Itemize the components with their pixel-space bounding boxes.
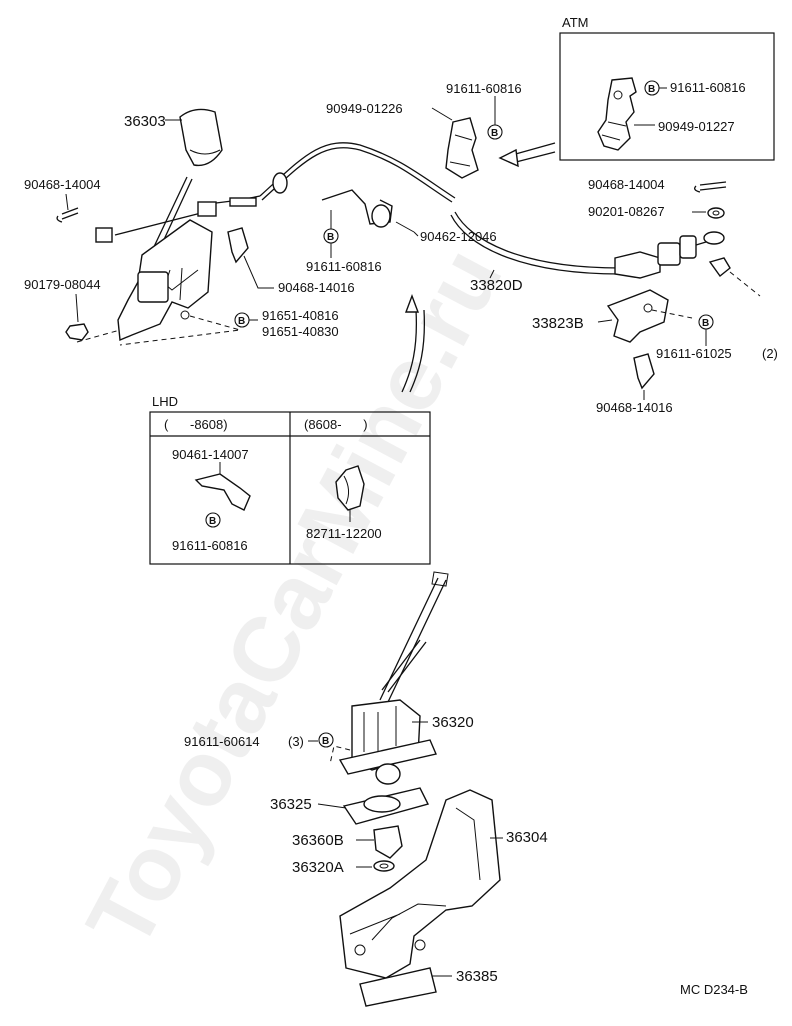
svg-text:B: B: [491, 128, 498, 139]
label-91611-60816-mid: 91611-60816: [306, 259, 382, 274]
label-36304: 36304: [506, 829, 548, 846]
svg-text:B: B: [238, 316, 245, 327]
label-90201-08267: 90201-08267: [588, 204, 665, 219]
arrow-head-lhd: [404, 294, 420, 313]
arrow-atm: [511, 142, 556, 156]
clip-90468-14016-left: [227, 227, 249, 264]
b-marker-lower: B: [318, 732, 334, 748]
atm-title: ATM: [562, 15, 588, 30]
washer-36320A: [373, 860, 395, 872]
lhd-label-90461-14007: 90461-14007: [172, 447, 249, 462]
shift-knob: [179, 108, 223, 167]
svg-text:B: B: [648, 84, 655, 95]
lhd-clamp-old: [194, 473, 251, 511]
part-labels: 36303 90468-14004 90179-08044 90468-1401…: [24, 81, 778, 997]
svg-text:B: B: [327, 232, 334, 243]
lower-shift-assembly: B: [318, 571, 501, 1007]
lhd-label-91611-60816: 91611-60816: [172, 538, 248, 553]
label-91611-60614: 91611-60614: [184, 734, 260, 749]
label-33823B: 33823B: [532, 315, 584, 332]
lhd-box: LHD ( -8608) (8608- ) 90461-14007 B 9161…: [149, 394, 431, 565]
cable-33820D-lower: [454, 211, 621, 269]
lhd-label-82711-12200: 82711-12200: [306, 526, 382, 541]
lhd-col2-header: (8608- ): [304, 417, 368, 432]
diagram-code: MC D234-B: [680, 982, 748, 997]
b-marker-right: B: [698, 314, 714, 330]
label-36385: 36385: [456, 968, 498, 985]
mounting-pin: [708, 257, 731, 278]
shift-lever-assembly-upper: [56, 108, 261, 346]
cotter-pin-right: [694, 181, 727, 193]
cable-end-assembly-right: [614, 231, 725, 279]
atm-bracket-part: [597, 77, 637, 151]
label-91611-60816-top: 91611-60816: [446, 81, 522, 96]
svg-text:B: B: [702, 318, 709, 329]
label-91651-40816: 91651-40816: [262, 308, 339, 323]
lhd-clamp-new: [335, 465, 365, 511]
label-36320A: 36320A: [292, 859, 344, 876]
label-90949-01226: 90949-01226: [326, 101, 403, 116]
plate-36385: [359, 967, 437, 1007]
label-91611-60614-qty: (3): [288, 734, 304, 749]
label-33820D: 33820D: [470, 277, 523, 294]
label-90179-08044: 90179-08044: [24, 277, 101, 292]
nut-90179: [65, 323, 89, 341]
label-90468-14004-right: 90468-14004: [588, 177, 665, 192]
label-91611-61025: 91611-61025: [656, 346, 732, 361]
atm-label-90949-01227: 90949-01227: [658, 119, 735, 134]
b-marker-atm: B: [644, 80, 660, 96]
cotter-pin-left: [56, 207, 79, 223]
atm-box: ATM B 91611-60816 90949-01227: [559, 15, 775, 161]
lhd-title: LHD: [152, 394, 178, 409]
b-marker-top: B: [487, 124, 503, 140]
label-90462-12046: 90462-12046: [420, 229, 497, 244]
cable-end-clip: [95, 227, 113, 243]
label-36360B: 36360B: [292, 832, 344, 849]
shift-ball: [375, 763, 401, 785]
label-91611-61025-qty: (2): [762, 346, 778, 361]
svg-text:B: B: [322, 736, 329, 747]
washer-90201: [707, 207, 725, 219]
label-36325: 36325: [270, 796, 312, 813]
bracket-90949-01226: [445, 117, 479, 179]
label-36303: 36303: [124, 113, 166, 130]
label-90468-14016-left: 90468-14016: [278, 280, 355, 295]
b-marker-mid: B: [323, 228, 339, 244]
cable-grommet: [272, 172, 288, 194]
arrow-lhd: [401, 309, 418, 393]
clip-90468-14016-right: [633, 353, 655, 390]
label-90468-14016-right: 90468-14016: [596, 400, 673, 415]
label-36320: 36320: [432, 714, 474, 731]
label-90468-14004-left: 90468-14004: [24, 177, 101, 192]
atm-label-91611-60816: 91611-60816: [670, 80, 746, 95]
b-marker-left: B: [234, 312, 250, 328]
bushing-36360B: [373, 825, 403, 859]
arrow-head-atm: [498, 148, 519, 168]
b-marker-lhd: B: [205, 512, 221, 528]
svg-text:B: B: [209, 516, 216, 527]
bracket-33823B: [606, 289, 669, 343]
cable-33820D-upper: [259, 142, 456, 199]
label-91651-40830: 91651-40830: [262, 324, 339, 339]
lhd-col1-header: ( -8608): [164, 417, 228, 432]
